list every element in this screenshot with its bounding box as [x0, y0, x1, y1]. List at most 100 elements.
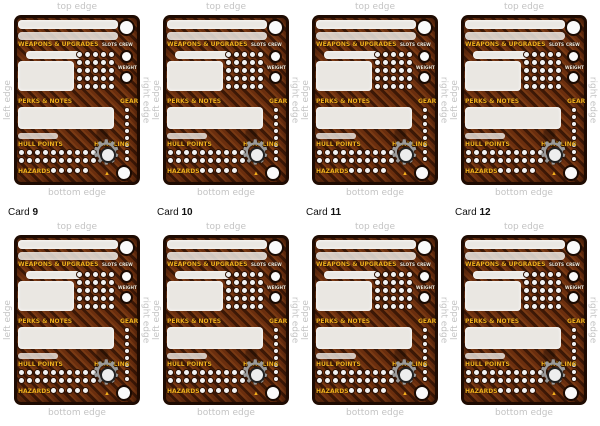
track-circle[interactable]	[108, 67, 115, 74]
track-circle[interactable]	[547, 51, 554, 58]
track-circle[interactable]	[523, 67, 530, 74]
track-circle[interactable]	[356, 377, 363, 384]
track-circle[interactable]	[225, 295, 232, 302]
track-circle[interactable]	[100, 295, 107, 302]
track-circle[interactable]	[215, 149, 222, 156]
track-circle[interactable]	[374, 59, 381, 66]
track-circle[interactable]	[547, 83, 554, 90]
track-circle[interactable]	[92, 67, 99, 74]
track-circle[interactable]	[537, 369, 544, 376]
track-circle[interactable]	[372, 167, 379, 174]
track-circle[interactable]	[547, 295, 554, 302]
weight-circle[interactable]	[120, 291, 133, 304]
track-circle[interactable]	[531, 67, 538, 74]
track-circle[interactable]	[223, 369, 230, 376]
track-circle[interactable]	[273, 121, 279, 127]
track-circle[interactable]	[273, 107, 279, 113]
track-circle[interactable]	[100, 51, 107, 58]
track-circle[interactable]	[215, 157, 222, 164]
track-circle[interactable]	[249, 67, 256, 74]
track-circle[interactable]	[249, 303, 256, 310]
track-circle[interactable]	[34, 377, 41, 384]
track-circle[interactable]	[231, 167, 238, 174]
track-circle[interactable]	[191, 369, 198, 376]
track-circle[interactable]	[273, 362, 279, 368]
track-circle[interactable]	[273, 355, 279, 361]
track-circle[interactable]	[539, 67, 546, 74]
track-circle[interactable]	[406, 59, 413, 66]
track-circle[interactable]	[108, 287, 115, 294]
track-circle[interactable]	[124, 156, 130, 162]
track-circle[interactable]	[84, 67, 91, 74]
track-circle[interactable]	[84, 295, 91, 302]
track-circle[interactable]	[390, 83, 397, 90]
track-circle[interactable]	[92, 287, 99, 294]
crew-circle[interactable]	[567, 270, 580, 283]
track-circle[interactable]	[523, 271, 530, 278]
track-circle[interactable]	[76, 51, 83, 58]
track-circle[interactable]	[199, 377, 206, 384]
track-circle[interactable]	[531, 59, 538, 66]
track-circle[interactable]	[380, 167, 387, 174]
track-circle[interactable]	[547, 59, 554, 66]
track-circle[interactable]	[100, 271, 107, 278]
track-circle[interactable]	[374, 279, 381, 286]
track-circle[interactable]	[124, 107, 130, 113]
track-circle[interactable]	[18, 377, 25, 384]
track-circle[interactable]	[223, 149, 230, 156]
track-circle[interactable]	[100, 287, 107, 294]
track-circle[interactable]	[92, 279, 99, 286]
track-circle[interactable]	[199, 149, 206, 156]
track-circle[interactable]	[547, 271, 554, 278]
track-circle[interactable]	[50, 369, 57, 376]
track-circle[interactable]	[513, 377, 520, 384]
track-circle[interactable]	[324, 369, 331, 376]
track-circle[interactable]	[233, 75, 240, 82]
track-circle[interactable]	[273, 149, 279, 155]
track-circle[interactable]	[374, 295, 381, 302]
track-circle[interactable]	[390, 303, 397, 310]
handling-dial[interactable]	[547, 367, 563, 383]
track-circle[interactable]	[332, 149, 339, 156]
track-circle[interactable]	[249, 75, 256, 82]
track-circle[interactable]	[497, 377, 504, 384]
track-circle[interactable]	[191, 377, 198, 384]
track-circle[interactable]	[239, 369, 246, 376]
track-circle[interactable]	[273, 135, 279, 141]
track-circle[interactable]	[66, 369, 73, 376]
track-circle[interactable]	[239, 377, 246, 384]
track-circle[interactable]	[100, 75, 107, 82]
track-circle[interactable]	[555, 75, 562, 82]
track-circle[interactable]	[539, 83, 546, 90]
track-circle[interactable]	[273, 334, 279, 340]
track-circle[interactable]	[316, 157, 323, 164]
track-circle[interactable]	[356, 387, 363, 394]
track-circle[interactable]	[324, 377, 331, 384]
track-circle[interactable]	[406, 271, 413, 278]
track-circle[interactable]	[388, 369, 395, 376]
track-circle[interactable]	[380, 149, 387, 156]
track-circle[interactable]	[84, 303, 91, 310]
track-circle[interactable]	[364, 157, 371, 164]
track-circle[interactable]	[76, 67, 83, 74]
track-circle[interactable]	[324, 157, 331, 164]
track-circle[interactable]	[183, 369, 190, 376]
track-circle[interactable]	[90, 369, 97, 376]
speed-circle[interactable]	[265, 165, 281, 181]
track-circle[interactable]	[398, 59, 405, 66]
track-circle[interactable]	[183, 377, 190, 384]
track-circle[interactable]	[390, 271, 397, 278]
track-circle[interactable]	[273, 348, 279, 354]
track-circle[interactable]	[523, 59, 530, 66]
track-circle[interactable]	[58, 167, 65, 174]
track-circle[interactable]	[273, 341, 279, 347]
handling-dial[interactable]	[398, 147, 414, 163]
track-circle[interactable]	[124, 114, 130, 120]
track-circle[interactable]	[167, 369, 174, 376]
track-circle[interactable]	[34, 369, 41, 376]
track-circle[interactable]	[215, 377, 222, 384]
track-circle[interactable]	[239, 157, 246, 164]
track-circle[interactable]	[473, 149, 480, 156]
track-circle[interactable]	[465, 369, 472, 376]
speed-circle[interactable]	[563, 165, 579, 181]
